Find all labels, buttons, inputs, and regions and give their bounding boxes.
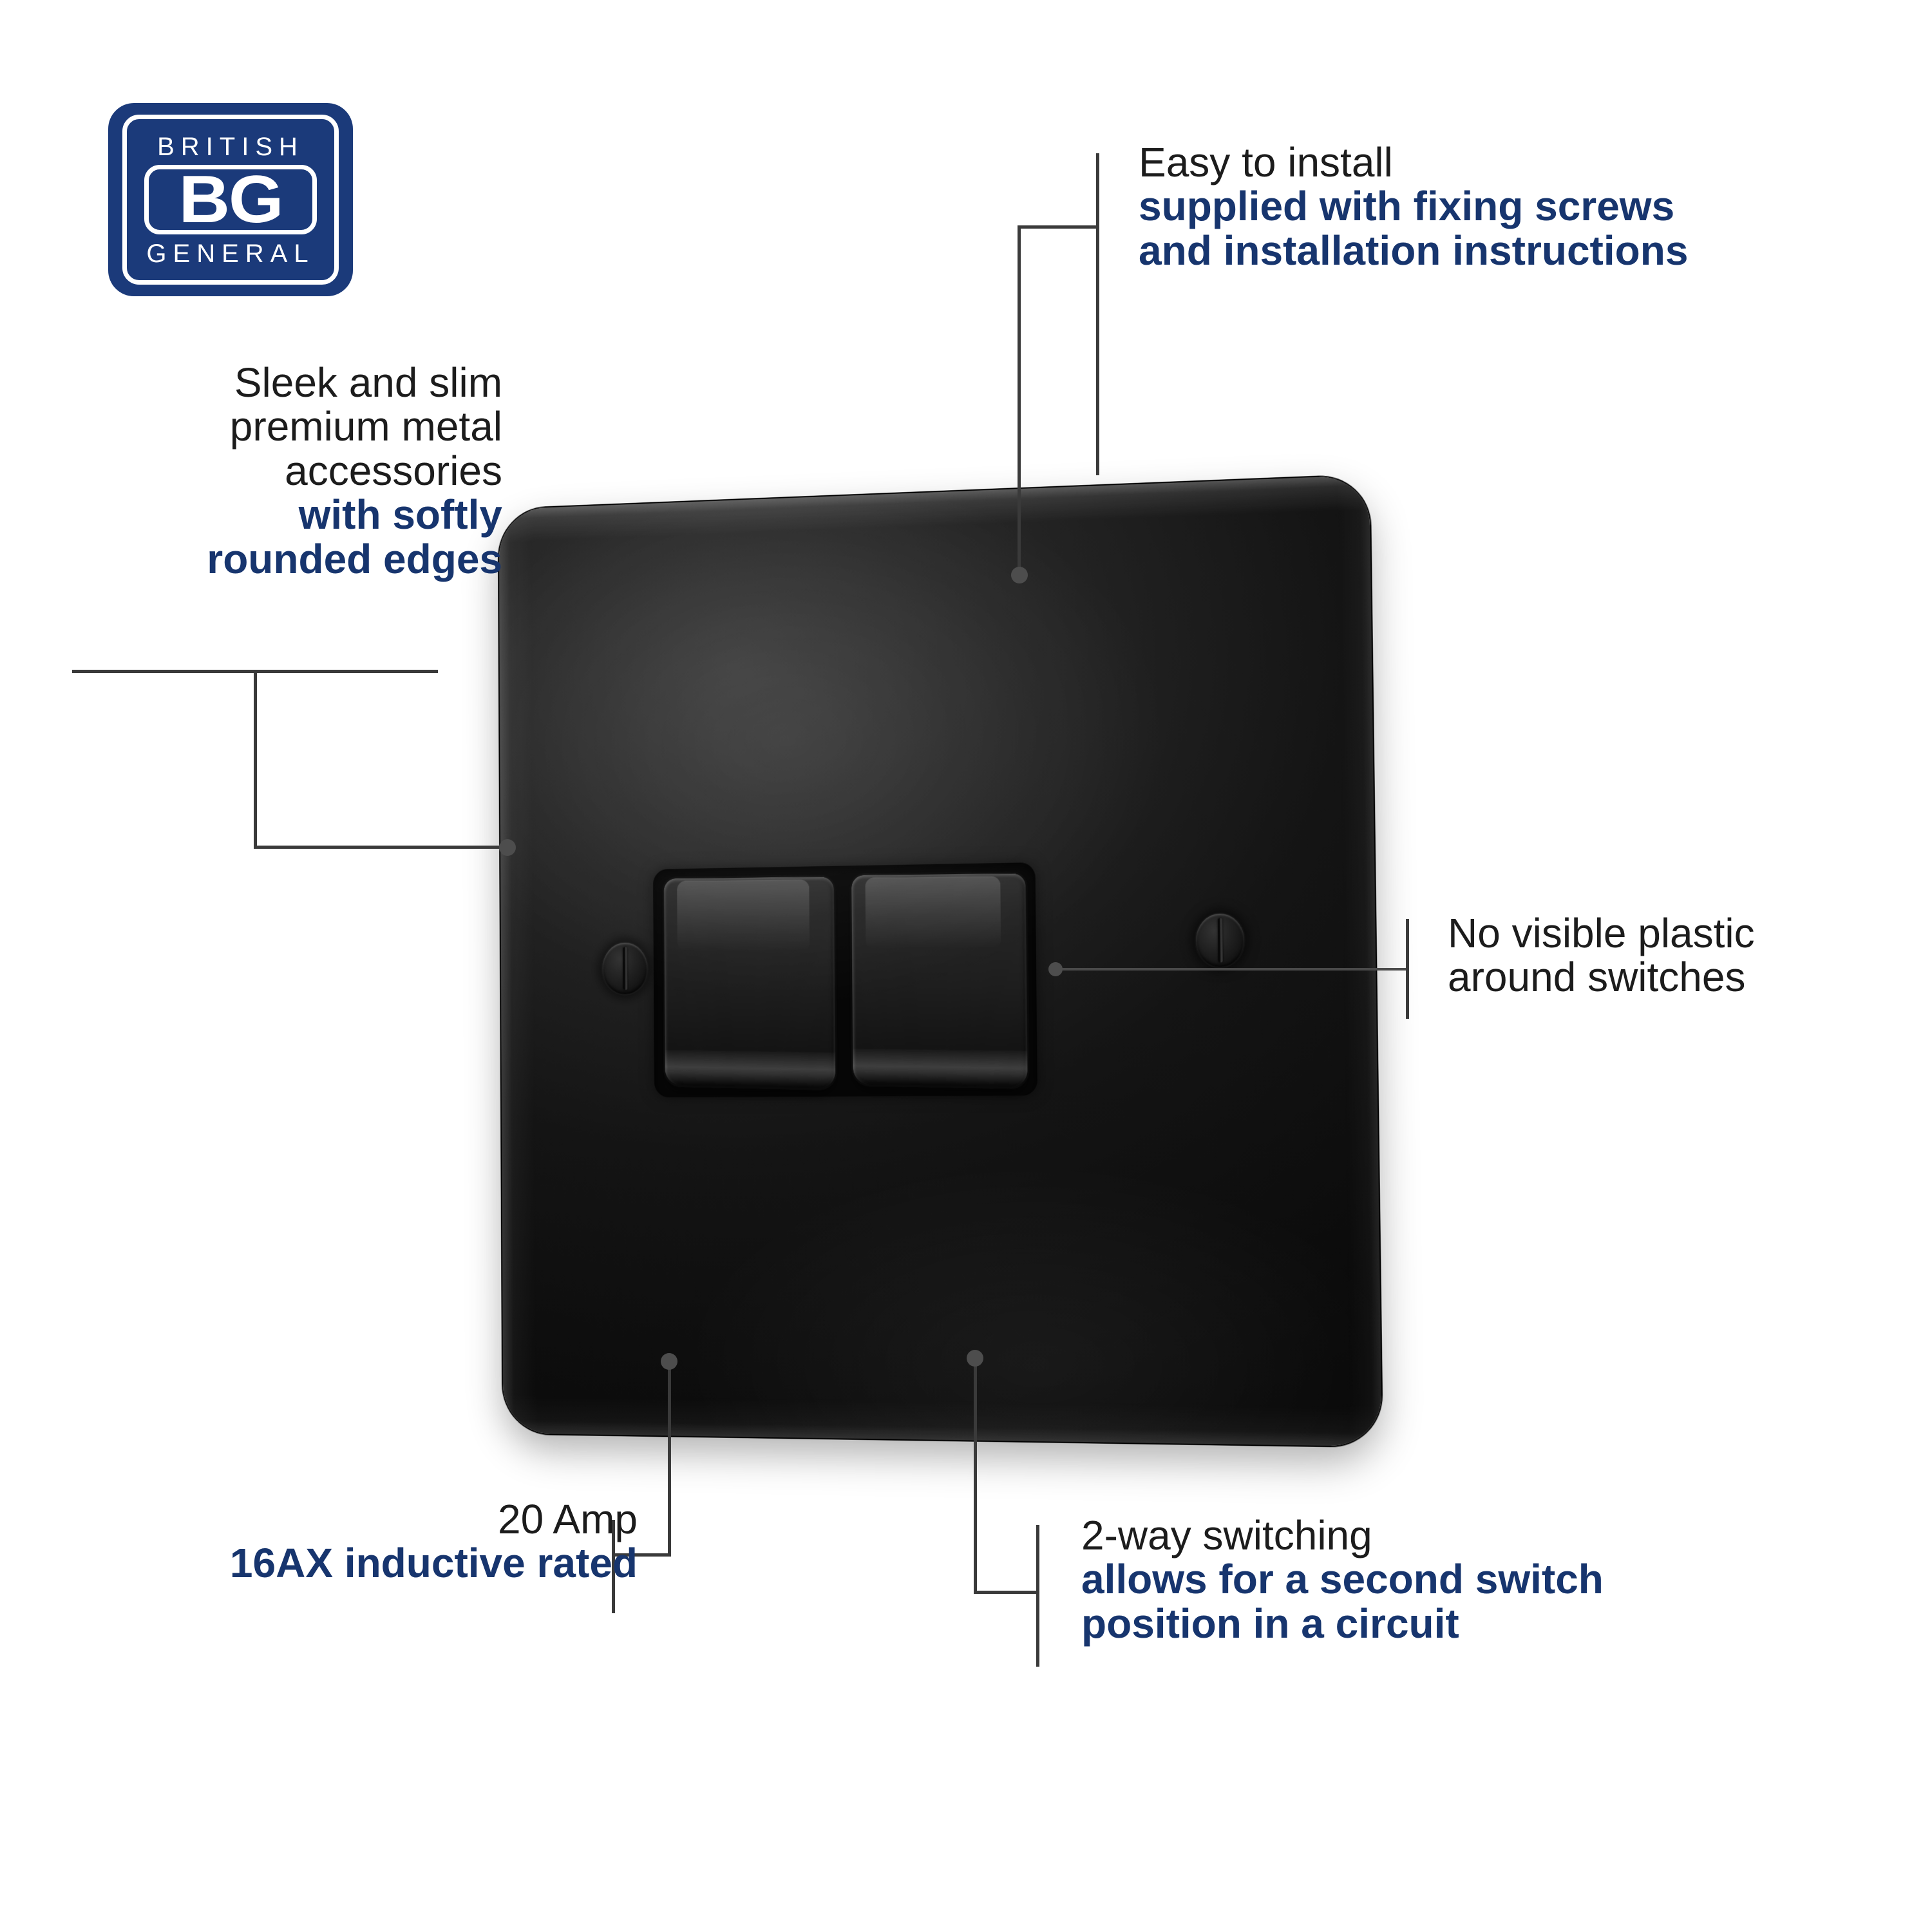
leader-amp-anchor-dot [661,1353,677,1370]
callout-line: rounded edges [207,535,502,582]
logo-inner-border [122,115,339,285]
callout-two-way-switching: 2-way switching allows for a second swit… [1081,1512,1604,1647]
leader-easy-install-drop [1018,225,1021,576]
leader-easy-install-anchor-dot [1011,567,1028,583]
callout-no-visible-plastic: No visible plastic around switches [1448,911,1755,999]
callout-sleek-and-slim: Sleek and slim premium metal accessories… [58,359,502,582]
logo-monogram-box: BG [144,165,317,234]
bg-logo: BRITISH BG GENERAL [108,103,353,296]
logo-background [108,103,353,296]
leader-sleek-anchor-dot [499,839,516,856]
fixing-screw-right [1195,913,1245,967]
leader-amp-text-bar [612,1520,615,1613]
rocker-switch-2[interactable] [851,873,1028,1088]
logo-top-word: BRITISH [157,133,304,161]
callout-amp-rating: 20 Amp 16AX inductive rated [58,1497,638,1586]
leader-2way-anchor-dot [967,1350,983,1367]
leader-2way-connector [974,1591,1038,1594]
logo-monogram: BG [178,162,283,237]
leader-easy-install-connector [1018,225,1097,229]
leader-amp-connector [612,1553,671,1557]
screw-slot-icon [622,947,627,990]
callout-line: No visible plastic [1448,910,1755,956]
leader-no-plastic-line [1056,968,1407,971]
rocker-group [663,873,1028,1089]
leader-sleek-drop [254,670,257,849]
product-photo-switch-plate [412,451,1443,1507]
leader-no-plastic-anchor-dot [1048,962,1063,976]
callout-line: 20 Amp [497,1496,638,1542]
fixing-screw-left [602,942,648,995]
faceplate [498,475,1382,1447]
leader-2way-drop [974,1359,977,1593]
callout-line: premium metal [229,403,502,450]
callout-line: Sleek and slim [234,359,502,406]
rocker-switch-1[interactable] [663,876,836,1089]
callout-easy-to-install: Easy to install supplied with fixing scr… [1139,139,1689,274]
callout-line: 16AX inductive rated [229,1540,638,1587]
leader-sleek-connector [254,846,507,849]
logo-bottom-word: GENERAL [146,240,315,268]
callout-line: 2-way switching [1081,1512,1372,1558]
screw-slot-icon [1217,918,1223,963]
callout-line: with softly [298,491,502,538]
callout-line: accessories [285,447,502,494]
leader-amp-drop [668,1362,671,1555]
callout-line: supplied with fixing screws [1139,183,1675,230]
leader-easy-install-text-bar [1096,153,1099,475]
callout-line: Easy to install [1139,139,1393,185]
callout-line: and installation instructions [1139,227,1689,274]
callout-line: around switches [1448,954,1746,1001]
callout-line: position in a circuit [1081,1600,1459,1647]
callout-line: allows for a second switch [1081,1556,1604,1603]
leader-2way-text-bar [1036,1525,1039,1667]
leader-no-plastic-text-bar [1406,919,1409,1019]
